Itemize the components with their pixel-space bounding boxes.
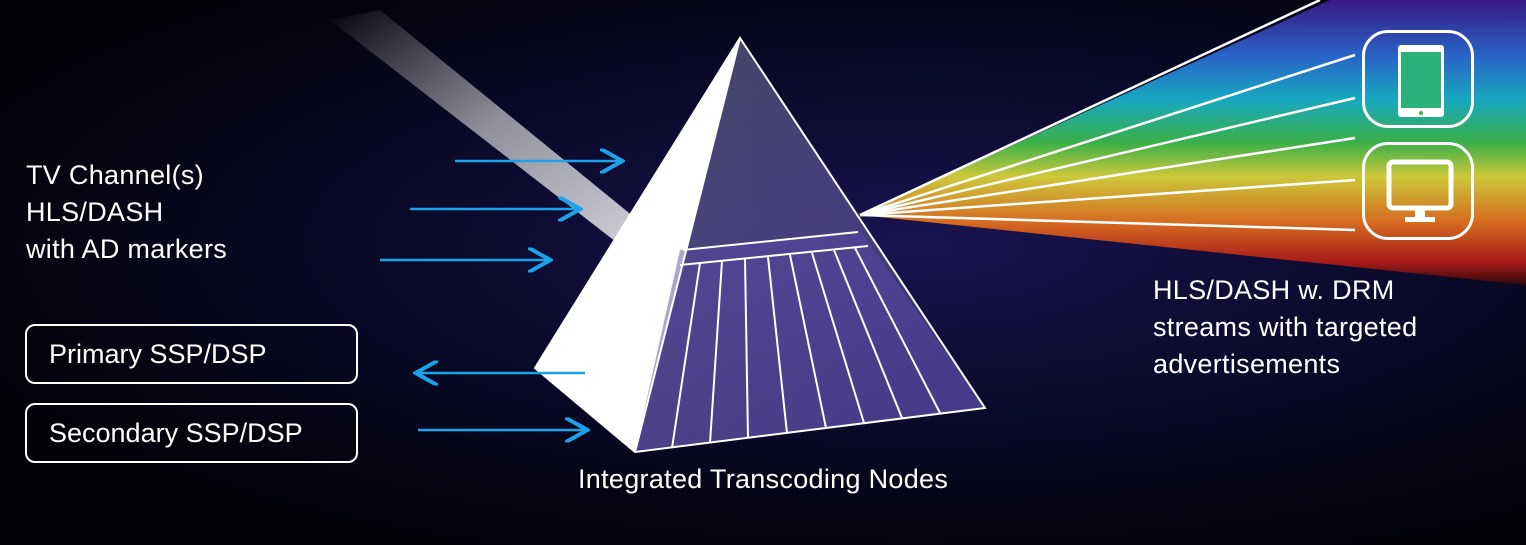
secondary-ssp-dsp-label: Secondary SSP/DSP	[49, 417, 303, 448]
secondary-ssp-dsp-box: Secondary SSP/DSP	[25, 403, 358, 463]
output-label: HLS/DASH w. DRM streams with targeted ad…	[1153, 272, 1417, 383]
light-beam	[330, 10, 650, 245]
output-line: advertisements	[1153, 349, 1341, 379]
tv-channel-line: with AD markers	[26, 234, 228, 264]
monitor-icon	[1386, 159, 1454, 222]
tablet-icon	[1398, 45, 1444, 117]
tv-channel-line: HLS/DASH	[26, 197, 164, 227]
rainbow-spectrum	[860, 0, 1526, 285]
tablet-device-box	[1362, 30, 1474, 128]
monitor-device-box	[1362, 142, 1474, 240]
output-line: streams with targeted	[1153, 312, 1418, 342]
transcoding-nodes-label: Integrated Transcoding Nodes	[578, 464, 949, 494]
primary-ssp-dsp-box: Primary SSP/DSP	[25, 324, 358, 384]
spectrum-lines	[859, 0, 1356, 232]
output-line: HLS/DASH w. DRM	[1153, 275, 1395, 305]
prism	[533, 36, 987, 454]
tv-channel-line: TV Channel(s)	[26, 160, 204, 190]
primary-ssp-dsp-label: Primary SSP/DSP	[49, 338, 267, 369]
tv-channel-label: TV Channel(s) HLS/DASH with AD markers	[26, 157, 227, 268]
